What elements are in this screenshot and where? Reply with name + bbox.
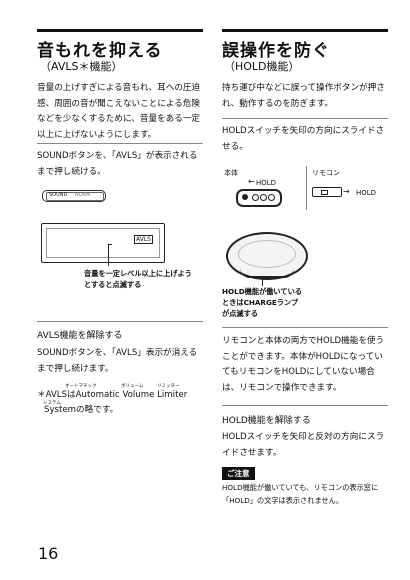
- left-intro-text: 音量の上げすぎによる音もれ、耳への圧迫感、周囲の音が聞こえないことによる危険など…: [37, 83, 201, 140]
- right-divider-1: [222, 118, 388, 119]
- right-intro-text: 持ち運び中などに誤って操作ボタンが押され、動作するのを防ぎます。: [222, 83, 385, 109]
- remote-switch-knob: [321, 190, 328, 195]
- avls-indicator-badge: AVLS: [134, 235, 153, 244]
- hold-description-text: リモコンと本体の両方でHOLD機能を使うことができます。本体がHOLDになってい…: [222, 336, 385, 393]
- switch-dot-4: [268, 194, 275, 201]
- left-page-title: 音もれを抑える: [37, 41, 163, 61]
- avls-callout-line-h: [108, 244, 112, 245]
- hold-label-body: HOLD: [256, 179, 277, 187]
- switch-dot-1: [242, 194, 248, 200]
- avls-release-heading: AVLS機能を解除する: [37, 331, 123, 341]
- hold-switch-body[interactable]: [236, 189, 282, 207]
- footnote-line-1: ＊AVLSはAutomatic Volume Limiter: [37, 390, 188, 400]
- right-divider-3: [222, 405, 388, 406]
- label-main-unit: 本体: [224, 169, 238, 177]
- avls-callout-line: [108, 244, 109, 266]
- small-lcd-inner-frame: [46, 192, 104, 201]
- small-lcd-label-norm: NORM: [75, 192, 91, 198]
- footnote-line-2: Systemの略です。: [44, 405, 119, 415]
- left-title-rule: [37, 29, 203, 32]
- cd-player-lid-highlight: [238, 240, 296, 268]
- ruby-limiter: リミッター: [157, 384, 180, 389]
- label-remote: リモコン: [312, 169, 340, 177]
- switch-dot-2: [252, 194, 259, 201]
- right-title-rule: [222, 29, 388, 32]
- right-page-title: 誤操作を防ぐ: [222, 41, 330, 61]
- large-lcd-display: AVLS: [41, 223, 165, 263]
- figure-vertical-divider: [306, 166, 307, 210]
- left-page-subtitle: （AVLS＊機能）: [40, 60, 123, 73]
- notice-text: HOLD機能が働いていても、リモコンの表示窓に「HOLD」の文字は表示されません…: [222, 483, 379, 505]
- hold-switch-remote[interactable]: [312, 187, 342, 197]
- avls-callout-text: 音量を一定レベル以上に上げようとすると点滅する: [84, 269, 192, 289]
- left-divider-2: [37, 321, 203, 322]
- right-step-text: HOLDスイッチを矢印の方向にスライドさせる。: [222, 126, 385, 152]
- large-lcd-inner: [46, 228, 160, 258]
- hold-release-heading: HOLD機能を解除する: [222, 416, 311, 426]
- ruby-automatic: オートマチック: [65, 384, 97, 389]
- right-page-subtitle: （HOLD機能）: [224, 60, 300, 73]
- small-lcd-label-sound: SOUND: [49, 192, 68, 198]
- hold-arrow-remote: →: [343, 187, 350, 196]
- page-number: 16: [38, 544, 59, 563]
- cd-player-side: [240, 268, 294, 278]
- left-step-text: SOUNDボタンを、「AVLS」が表示されるまで押し続ける。: [37, 151, 198, 177]
- charge-callout-text: HOLD機能が働いているときはCHARGEランプが点滅する: [222, 287, 302, 318]
- switch-dot-3: [260, 194, 267, 201]
- charge-callout-line: [262, 276, 263, 286]
- hold-label-remote: HOLD: [356, 189, 377, 197]
- small-lcd-display: SOUND NORM: [42, 190, 106, 202]
- hold-arrow-body: ←: [248, 177, 255, 186]
- hold-release-text: HOLDスイッチを矢印と反対の方向にスライドさせます。: [222, 432, 385, 458]
- ruby-volume: ボリューム: [121, 384, 144, 389]
- notice-badge: ご注意: [222, 467, 255, 480]
- avls-release-text: SOUNDボタンを、「AVLS」表示が消えるまで押し続けます。: [37, 348, 198, 374]
- ruby-system: システム: [43, 401, 61, 406]
- left-divider-1: [37, 143, 203, 144]
- right-divider-2: [222, 327, 388, 328]
